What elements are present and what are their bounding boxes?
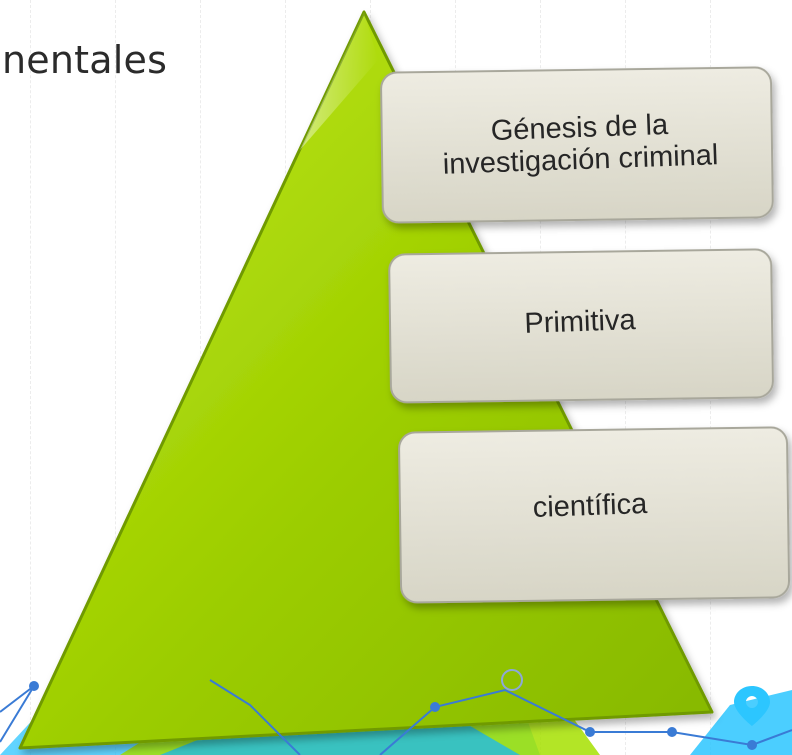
level-label-genesis: Génesis de la investigación criminal bbox=[399, 106, 761, 183]
chart-point bbox=[430, 702, 440, 712]
grid-line bbox=[30, 0, 31, 755]
level-box-cientifica bbox=[398, 426, 791, 604]
pyramid-highlight bbox=[300, 12, 378, 150]
line-chart-markers bbox=[29, 681, 757, 750]
chart-point bbox=[585, 727, 595, 737]
grid-line bbox=[115, 0, 116, 755]
location-pin-icon bbox=[734, 686, 770, 726]
chart-point bbox=[29, 681, 39, 691]
level-box-genesis bbox=[380, 66, 774, 224]
chart-point bbox=[667, 727, 677, 737]
level-box-primitiva bbox=[388, 248, 774, 404]
chart-point bbox=[747, 740, 757, 750]
slide-title: nentales bbox=[2, 38, 168, 82]
